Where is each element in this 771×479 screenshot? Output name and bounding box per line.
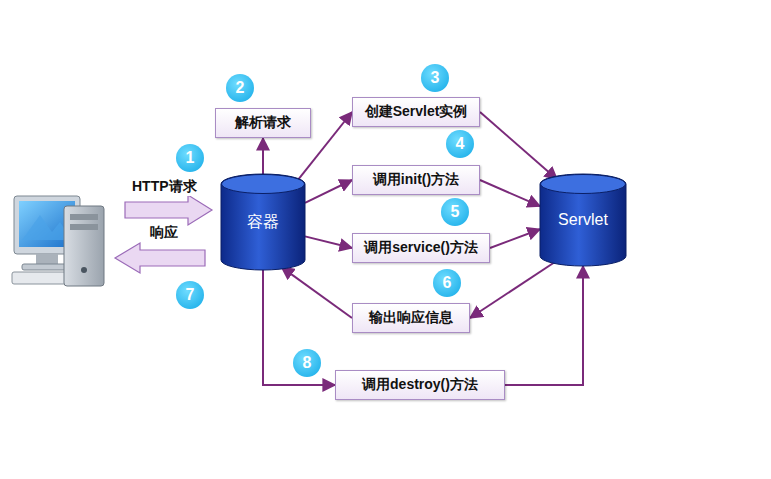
- connector-arrow: [305, 236, 352, 248]
- callout-number: 8: [293, 349, 321, 377]
- process-box: 调用destroy()方法: [335, 370, 505, 400]
- callout-number: 4: [446, 130, 474, 158]
- node-text: 解析请求: [235, 114, 291, 132]
- node-text: 输出响应信息: [369, 309, 453, 327]
- process-box: 输出响应信息: [352, 303, 470, 333]
- response-arrow: [115, 243, 205, 273]
- callout-number: 1: [176, 144, 204, 172]
- process-box: 解析请求: [215, 108, 311, 138]
- connector-arrow: [305, 180, 352, 203]
- process-box: 调用init()方法: [352, 165, 480, 195]
- connector-arrow: [480, 180, 540, 206]
- cylinder-node: 容器: [221, 174, 305, 270]
- connector-arrow: [263, 270, 335, 385]
- arrow-label: 响应: [148, 224, 180, 242]
- process-box: 调用service()方法: [352, 233, 490, 263]
- request-arrow: [125, 195, 212, 225]
- callout-number: 6: [433, 269, 461, 297]
- computer-icon: [12, 196, 104, 286]
- callout-number: 7: [176, 281, 204, 309]
- arrow-label: HTTP请求: [130, 178, 199, 196]
- connector-arrow: [480, 112, 557, 180]
- process-box: 创建Servlet实例: [352, 97, 480, 127]
- callout-number: 2: [226, 74, 254, 102]
- connector-arrow: [470, 260, 557, 318]
- cylinder-node: Servlet: [540, 174, 626, 266]
- node-text: 创建Servlet实例: [365, 103, 468, 121]
- node-text: 调用init()方法: [373, 171, 459, 189]
- connector-arrow: [490, 229, 540, 248]
- callout-number: 5: [441, 198, 469, 226]
- node-text: Servlet: [558, 211, 608, 229]
- node-text: 调用service()方法: [364, 239, 478, 257]
- connector-arrow: [505, 266, 583, 385]
- connector-arrow: [281, 267, 352, 318]
- node-text: 容器: [247, 212, 279, 233]
- connector-arrow: [262, 138, 264, 174]
- callout-number: 3: [421, 64, 449, 92]
- node-text: 调用destroy()方法: [362, 376, 478, 394]
